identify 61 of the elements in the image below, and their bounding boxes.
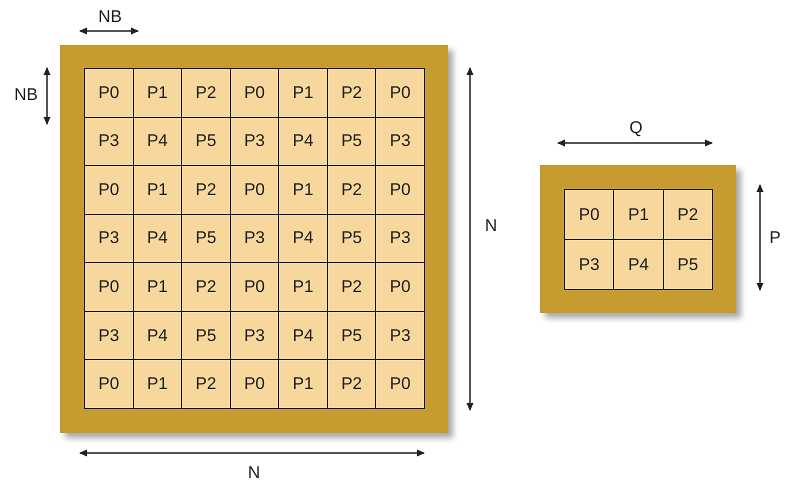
matrix-block: P3 — [375, 116, 425, 166]
matrix-block: P3 — [84, 116, 134, 166]
matrix-block: P5 — [326, 214, 376, 264]
dimension-label: Q — [629, 118, 643, 138]
matrix-block: P0 — [375, 165, 425, 215]
matrix-block: P0 — [230, 262, 280, 312]
matrix-block: P1 — [278, 359, 328, 409]
matrix-block: P2 — [326, 359, 376, 409]
matrix-block: P0 — [84, 262, 134, 312]
matrix-block: P0 — [230, 68, 280, 118]
matrix-block: P4 — [132, 310, 182, 360]
matrix-block: P2 — [326, 262, 376, 312]
matrix-block: P3 — [375, 310, 425, 360]
matrix-block: P2 — [326, 165, 376, 215]
matrix-block: P3 — [375, 214, 425, 264]
matrix-block: P3 — [84, 214, 134, 264]
dimension-label: N — [484, 216, 498, 236]
matrix-block: P0 — [375, 262, 425, 312]
matrix-block: P5 — [662, 239, 713, 290]
matrix-block: P1 — [132, 68, 182, 118]
matrix-block: P2 — [181, 359, 231, 409]
matrix-block: P2 — [662, 189, 713, 240]
dimension-label: P — [769, 228, 781, 248]
matrix-block: P5 — [181, 310, 231, 360]
matrix-block: P5 — [181, 116, 231, 166]
matrix-block: P3 — [230, 116, 280, 166]
matrix-block: P4 — [278, 116, 328, 166]
matrix-block: P4 — [132, 214, 182, 264]
matrix-block: P0 — [375, 359, 425, 409]
matrix-block: P1 — [278, 262, 328, 312]
matrix-block: P0 — [375, 68, 425, 118]
matrix-block: P0 — [230, 359, 280, 409]
matrix-block: P1 — [278, 165, 328, 215]
matrix-block: P5 — [326, 310, 376, 360]
matrix-block: P4 — [278, 310, 328, 360]
matrix-block: P1 — [278, 68, 328, 118]
matrix-block: P0 — [564, 189, 614, 240]
matrix-block: P2 — [181, 262, 231, 312]
matrix-block: P2 — [326, 68, 376, 118]
dimension-label: NB — [98, 7, 122, 27]
matrix-block: P3 — [564, 239, 614, 290]
matrix-block: P0 — [84, 359, 134, 409]
matrix-block: P1 — [132, 262, 182, 312]
dimension-label: N — [248, 463, 260, 483]
matrix-block: P0 — [84, 165, 134, 215]
matrix-block: P3 — [84, 310, 134, 360]
dimension-label: NB — [14, 85, 38, 105]
matrix-block: P2 — [181, 68, 231, 118]
matrix-block: P5 — [326, 116, 376, 166]
matrix-block: P3 — [230, 214, 280, 264]
matrix-block: P4 — [278, 214, 328, 264]
matrix-block: P2 — [181, 165, 231, 215]
matrix-block: P1 — [132, 359, 182, 409]
matrix-block: P1 — [132, 165, 182, 215]
matrix-block: P0 — [84, 68, 134, 118]
matrix-block: P3 — [230, 310, 280, 360]
matrix-block: P5 — [181, 214, 231, 264]
matrix-block: P4 — [613, 239, 664, 290]
matrix-block: P4 — [132, 116, 182, 166]
matrix-block: P1 — [613, 189, 664, 240]
matrix-block: P0 — [230, 165, 280, 215]
